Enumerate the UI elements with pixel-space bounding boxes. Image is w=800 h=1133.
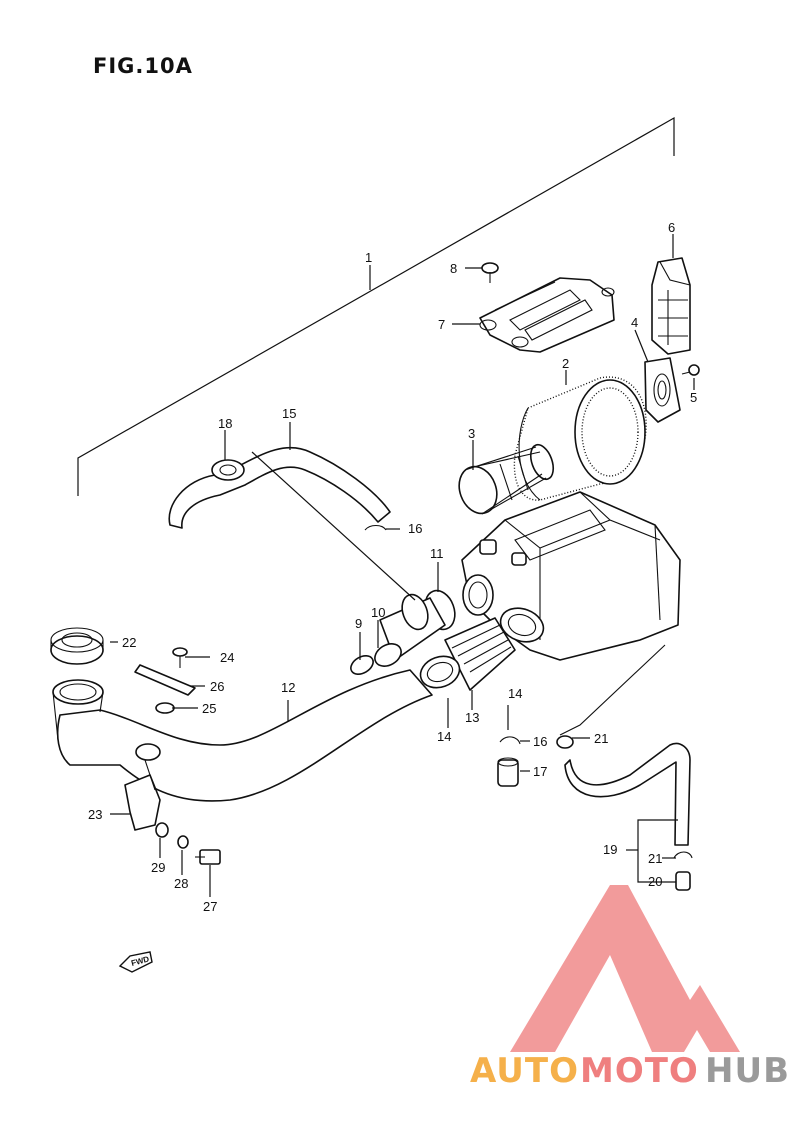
callout-21b: 21 bbox=[648, 851, 662, 866]
leader-lines bbox=[110, 234, 695, 897]
callout-16a: 16 bbox=[408, 521, 422, 536]
drain-hose-19 bbox=[559, 644, 691, 846]
element-cage bbox=[458, 443, 555, 515]
washer-25 bbox=[155, 702, 175, 714]
callout-1: 1 bbox=[365, 250, 372, 265]
callout-22: 22 bbox=[122, 635, 136, 650]
bolt-5 bbox=[681, 364, 700, 376]
watermark-auto: AUTO bbox=[470, 1051, 579, 1091]
watermark-moto: MOTO bbox=[580, 1051, 699, 1091]
plug-17 bbox=[497, 757, 519, 787]
callout-27: 27 bbox=[203, 899, 217, 914]
air-cleaner-case bbox=[461, 491, 681, 661]
clip-16a bbox=[364, 524, 387, 531]
fwd-arrow-badge: FWD bbox=[118, 951, 153, 973]
callout-3: 3 bbox=[468, 426, 475, 441]
callout-13: 13 bbox=[465, 710, 479, 725]
watermark-hub: HUB bbox=[705, 1051, 790, 1091]
callout-2: 2 bbox=[562, 356, 569, 371]
plug-20 bbox=[675, 871, 691, 891]
callout-12: 12 bbox=[281, 680, 295, 695]
intake-hose-12 bbox=[52, 669, 433, 802]
seal-ring-22 bbox=[50, 627, 104, 665]
assembly-bracket bbox=[77, 116, 675, 496]
callout-19: 19 bbox=[603, 842, 617, 857]
intake-boot-13 bbox=[419, 617, 516, 691]
callout-8: 8 bbox=[450, 261, 457, 276]
clip-21b bbox=[673, 851, 693, 859]
callout-20: 20 bbox=[648, 874, 662, 889]
drain-cap bbox=[651, 257, 691, 355]
washer-29 bbox=[155, 822, 169, 838]
watermark-logo: AUTO MOTO HUB bbox=[470, 885, 790, 1091]
hose-clamp-18 bbox=[211, 459, 245, 481]
callout-14b: 14 bbox=[508, 686, 522, 701]
clamp-9 bbox=[350, 655, 374, 675]
bolt-27 bbox=[195, 849, 221, 865]
clip-16b bbox=[499, 736, 521, 745]
callout-25: 25 bbox=[202, 701, 216, 716]
callout-26: 26 bbox=[210, 679, 224, 694]
breather-hose bbox=[168, 446, 391, 529]
callout-21a: 21 bbox=[594, 731, 608, 746]
callout-4: 4 bbox=[631, 315, 638, 330]
callout-23: 23 bbox=[88, 807, 102, 822]
callout-18: 18 bbox=[218, 416, 232, 431]
holder-plate bbox=[644, 357, 681, 423]
air-filter-element bbox=[513, 376, 647, 501]
callout-15: 15 bbox=[282, 406, 296, 421]
callout-11: 11 bbox=[430, 546, 444, 561]
callout-17: 17 bbox=[533, 764, 547, 779]
callout-14a: 14 bbox=[437, 729, 451, 744]
washer-28 bbox=[177, 835, 189, 849]
screw-8 bbox=[481, 262, 499, 283]
clamp-26 bbox=[134, 664, 196, 696]
callout-29: 29 bbox=[151, 860, 165, 875]
clip-21a bbox=[556, 735, 574, 749]
callout-10: 10 bbox=[371, 605, 385, 620]
callout-9: 9 bbox=[355, 616, 362, 631]
figure-title: FIG.10A bbox=[93, 54, 193, 78]
callout-7: 7 bbox=[438, 317, 445, 332]
case-cover bbox=[479, 277, 615, 353]
callout-labels: 1 2 3 4 5 6 7 8 9 10 11 12 13 14 14 15 1… bbox=[88, 220, 697, 914]
callout-5: 5 bbox=[690, 390, 697, 405]
callout-16b: 16 bbox=[533, 734, 547, 749]
clamp-10 bbox=[374, 643, 402, 667]
callout-28: 28 bbox=[174, 876, 188, 891]
bolt-24 bbox=[172, 647, 188, 668]
callout-24: 24 bbox=[220, 650, 234, 665]
callout-6: 6 bbox=[668, 220, 675, 235]
bracket-23 bbox=[124, 743, 161, 831]
